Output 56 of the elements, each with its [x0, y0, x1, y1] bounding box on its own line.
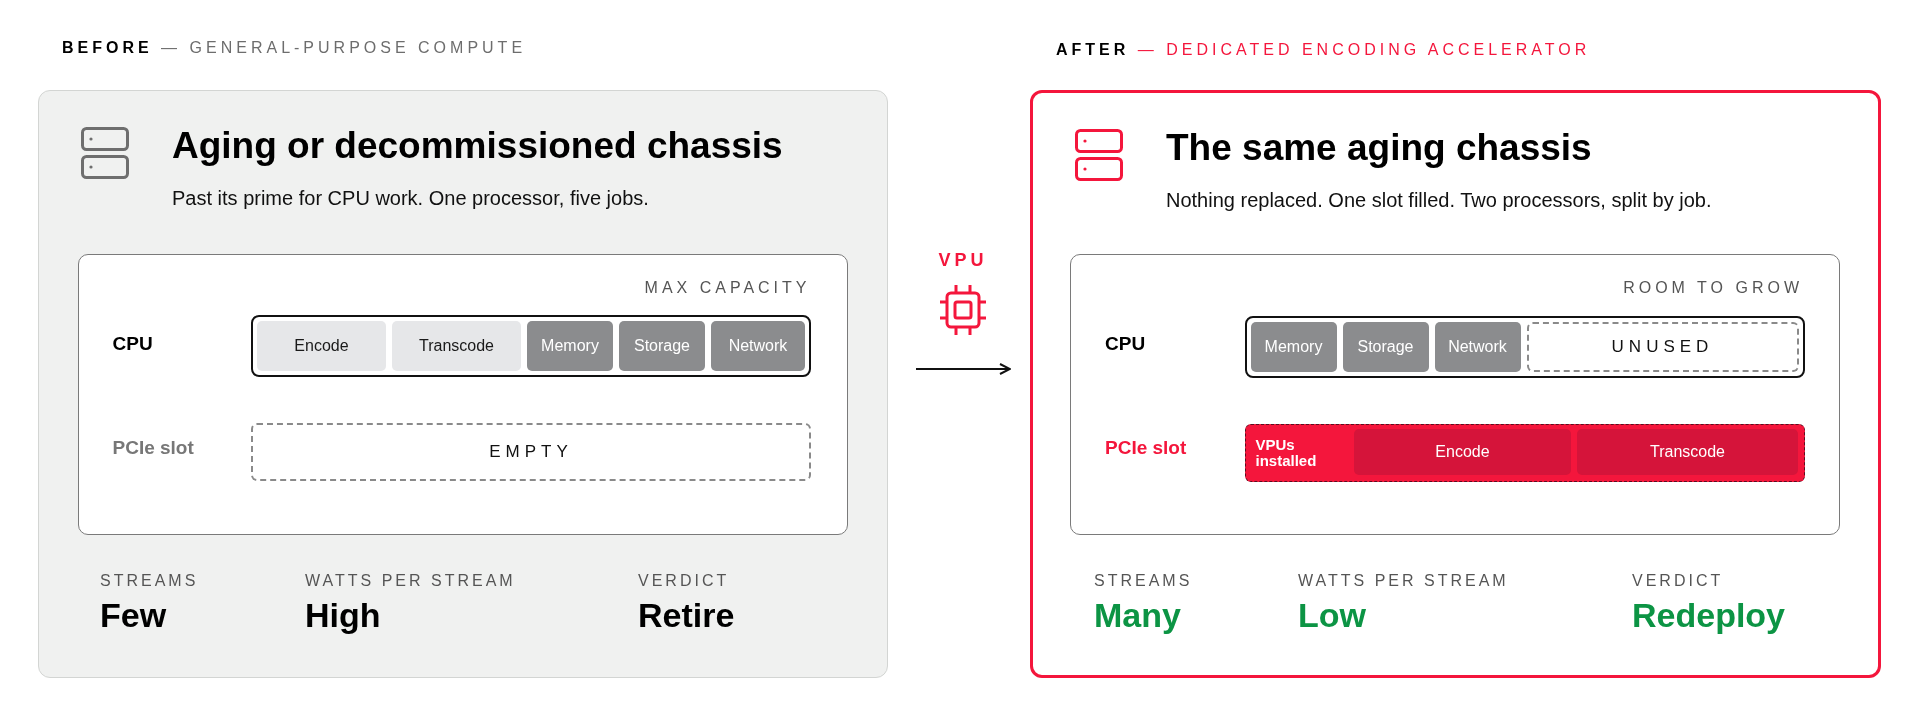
- row-label: CPU: [112, 332, 153, 355]
- job-segment: [527, 321, 613, 371]
- panel-title: Aging or decommissioned chassis: [172, 125, 783, 167]
- cpu-bar: [1244, 315, 1805, 378]
- job-segment: [392, 321, 521, 371]
- job-segment: [1250, 321, 1337, 372]
- vpu-slot-bar: [1244, 423, 1805, 482]
- capacity-caption: ROOM TO GROW: [1623, 279, 1803, 297]
- segment-label: Transcode: [419, 337, 494, 355]
- metric-value: Retire: [638, 596, 735, 635]
- job-segment: [1354, 429, 1571, 475]
- metric-value: Few: [100, 596, 167, 635]
- section-heading: BEFORE — GENERAL-PURPOSE COMPUTE: [62, 39, 527, 57]
- segment-label: Network: [728, 337, 788, 355]
- segment-label: Memory: [1264, 337, 1323, 356]
- metric-value: Low: [1298, 596, 1366, 635]
- segment-label: Encode: [294, 337, 349, 355]
- segment-label: Memory: [541, 337, 599, 355]
- segment-label: Transcode: [1650, 443, 1725, 461]
- slot-diagram-frame: [77, 253, 848, 535]
- row-label: PCIe slot: [1105, 437, 1187, 459]
- metric-caption: WATTS PER STREAM: [305, 572, 516, 590]
- segment-label: Network: [1448, 337, 1507, 356]
- panel-subtitle: Past its prime for CPU work. One processor, five jobs.: [172, 187, 649, 210]
- accelerator-label: VPU: [938, 250, 988, 271]
- segment-label: Storage: [633, 337, 690, 355]
- segment-label: UNUSED: [1611, 336, 1714, 357]
- job-segment: [257, 321, 386, 371]
- segment-label: Storage: [1357, 337, 1414, 356]
- unused-segment: [1526, 321, 1799, 372]
- metric-caption: VERDICT: [638, 572, 730, 590]
- row-label: CPU: [1105, 333, 1146, 355]
- section-heading: AFTER — DEDICATED ENCODING ACCELERATOR: [1056, 41, 1591, 59]
- job-segment: [1577, 429, 1798, 475]
- row-label: PCIe slot: [112, 436, 194, 459]
- job-segment: [1342, 321, 1429, 372]
- panel-subtitle: Nothing replaced. One slot filled. Two processors, split by job.: [1166, 189, 1712, 212]
- metric-value: High: [305, 596, 381, 635]
- slot-diagram-frame: [1070, 254, 1840, 535]
- metric-caption: VERDICT: [1632, 572, 1724, 590]
- cpu-bar: [251, 315, 811, 377]
- metric-caption: STREAMS: [100, 572, 199, 590]
- capacity-caption: MAX CAPACITY: [644, 278, 811, 297]
- panel-title: The same aging chassis: [1166, 127, 1592, 169]
- arrow: [915, 363, 1011, 375]
- segment-label: Encode: [1435, 443, 1490, 461]
- metric-value: Many: [1094, 596, 1181, 635]
- metric-value: Redeploy: [1632, 596, 1786, 635]
- empty-slot: [251, 423, 811, 481]
- job-segment: [1434, 321, 1521, 372]
- segment-label: EMPTY: [489, 442, 573, 462]
- job-segment: [711, 321, 805, 371]
- job-segment: [619, 321, 705, 371]
- metric-caption: WATTS PER STREAM: [1298, 572, 1509, 590]
- slot-label: VPUs installed: [1255, 436, 1318, 469]
- metric-caption: STREAMS: [1094, 572, 1193, 590]
